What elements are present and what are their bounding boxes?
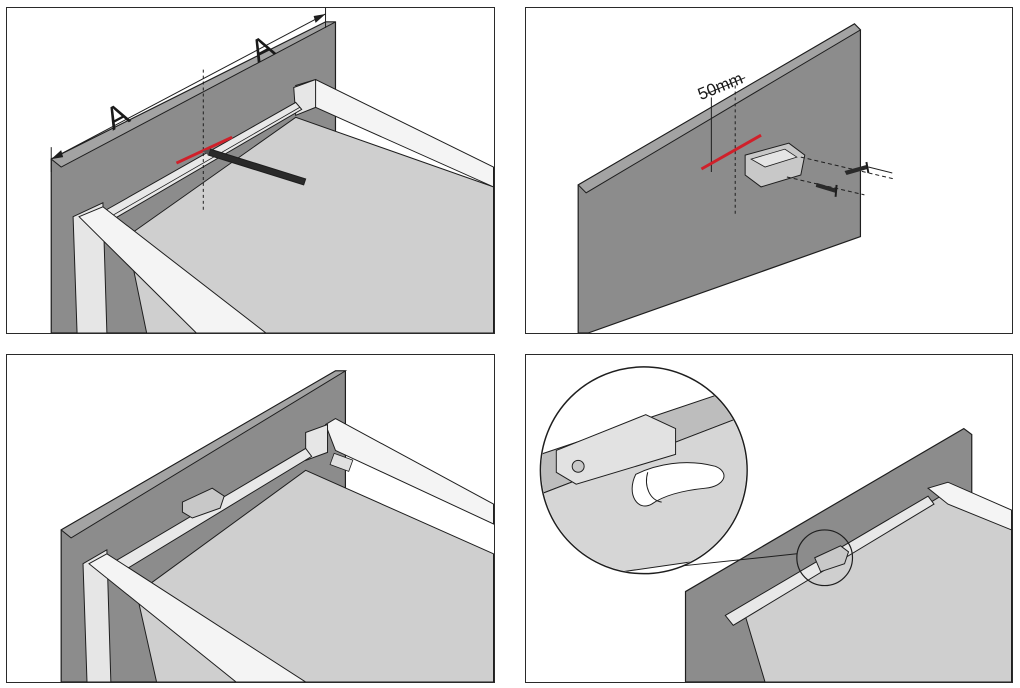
cabinet-top-edge [577, 23, 862, 194]
device-small [814, 545, 850, 573]
screw-axis-upper [800, 156, 895, 180]
screw-lower-head [834, 184, 838, 197]
red-reference-mark [700, 133, 762, 171]
screw-upper-axis-end [868, 166, 893, 174]
screw-axis-lower [786, 176, 865, 196]
pencil-icon [207, 148, 307, 186]
step-4-panel [525, 354, 1013, 683]
dimension-arrow-right [313, 13, 326, 23]
device-top-face [750, 148, 798, 168]
step-3-panel [6, 354, 495, 683]
hand-icon [631, 462, 725, 507]
magnified-view [541, 384, 747, 573]
dimension-line [50, 13, 326, 160]
drawer-back-wall [926, 481, 1012, 531]
drawer-front-panel [88, 553, 307, 682]
step-4-illustration [539, 366, 1012, 682]
drawer-floor [136, 469, 494, 682]
cabinet-top-edge [60, 370, 348, 539]
magnified-device [555, 414, 677, 485]
red-center-mark [175, 135, 233, 165]
step-1-illustration: A A [50, 8, 494, 333]
step-1-panel: A A [6, 7, 495, 334]
brand-label-icon [329, 452, 354, 472]
step-3-illustration [60, 370, 494, 682]
dimension-arrow-left [51, 150, 64, 160]
step-2-panel: 50mm [525, 7, 1013, 334]
cabinet-side-panel [577, 23, 862, 333]
screw-lower-icon [815, 182, 837, 193]
magnified-screw-icon [571, 459, 585, 473]
detail-focus-circle [796, 529, 854, 587]
drawer-back-wall [324, 418, 494, 525]
step-2-illustration: 50mm [577, 23, 895, 333]
runner-rail-groove [106, 107, 300, 220]
drawer-front-edge [82, 548, 112, 682]
drawer-front-panel [78, 206, 267, 333]
drawer-floor [126, 116, 494, 333]
cabinet-top-edge [50, 21, 336, 168]
spacing-dimension-line [707, 77, 746, 94]
installed-device [181, 487, 225, 519]
screw-upper-head [865, 161, 870, 174]
finger-outline [646, 472, 662, 503]
screw-upper-icon [844, 165, 868, 175]
